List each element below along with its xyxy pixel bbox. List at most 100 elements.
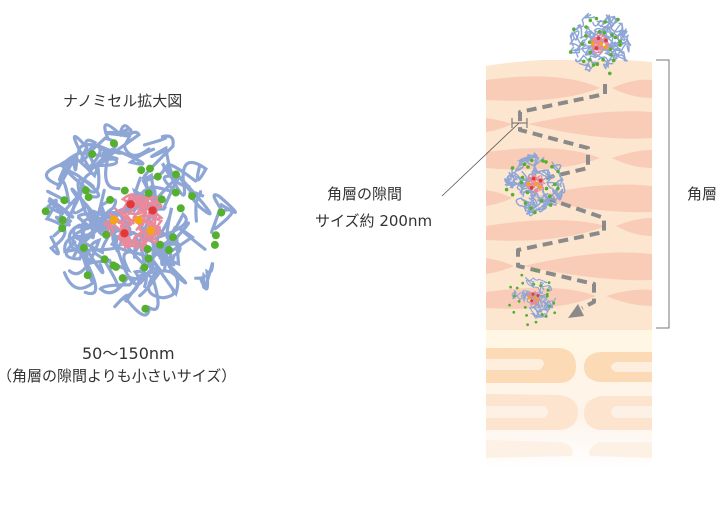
green-particle bbox=[510, 166, 515, 170]
green-particle bbox=[609, 53, 613, 57]
green-particle bbox=[547, 281, 551, 284]
green-particle bbox=[547, 304, 551, 308]
green-particle bbox=[529, 206, 533, 210]
stratum-bracket bbox=[656, 59, 670, 329]
green-particle bbox=[109, 139, 118, 148]
green-particle bbox=[540, 313, 544, 316]
green-particle bbox=[140, 263, 149, 272]
red-active-ingredient bbox=[126, 200, 135, 209]
green-particle bbox=[88, 150, 97, 159]
green-particle bbox=[556, 169, 560, 174]
green-particle bbox=[584, 34, 588, 38]
green-particle bbox=[146, 164, 154, 173]
green-particle bbox=[544, 160, 548, 164]
green-particle bbox=[553, 311, 557, 315]
micelle-mid-layer bbox=[504, 152, 566, 217]
green-particle bbox=[584, 25, 588, 29]
green-particle bbox=[588, 50, 593, 55]
green-particle bbox=[143, 245, 152, 254]
green-particle bbox=[137, 166, 146, 175]
green-particle bbox=[548, 203, 553, 207]
green-particle bbox=[611, 58, 616, 63]
green-particle bbox=[156, 240, 165, 249]
stratum-corneum-label: 角層 bbox=[687, 185, 718, 203]
green-particle bbox=[523, 306, 527, 309]
orange-active-ingredient bbox=[590, 41, 595, 46]
green-particle bbox=[534, 320, 538, 324]
green-particle bbox=[210, 240, 219, 249]
green-particle bbox=[548, 194, 552, 198]
green-particle bbox=[544, 315, 548, 318]
green-particle bbox=[106, 195, 115, 204]
green-particle bbox=[513, 294, 516, 298]
green-particle bbox=[176, 204, 185, 213]
green-particle bbox=[141, 304, 150, 313]
orange-active-ingredient bbox=[109, 215, 119, 225]
green-particle bbox=[595, 62, 600, 67]
green-particle bbox=[118, 274, 127, 283]
green-particle bbox=[79, 243, 88, 252]
red-active-ingredient bbox=[536, 294, 540, 298]
micelle-surface bbox=[568, 12, 632, 76]
green-particle bbox=[512, 310, 516, 314]
orange-active-ingredient bbox=[527, 296, 531, 300]
gap-label-line1: 角層の隙間 bbox=[327, 185, 403, 203]
green-particle bbox=[587, 40, 592, 44]
orange-active-ingredient bbox=[146, 226, 156, 235]
green-particle bbox=[144, 189, 153, 198]
green-particle bbox=[509, 285, 512, 289]
green-particle bbox=[602, 31, 607, 35]
green-particle bbox=[102, 230, 111, 239]
green-particle bbox=[60, 196, 69, 205]
green-particle bbox=[580, 42, 585, 46]
green-particle bbox=[217, 208, 226, 217]
green-particle bbox=[157, 195, 166, 204]
green-particle bbox=[211, 231, 220, 240]
green-particle bbox=[520, 175, 525, 180]
green-particle bbox=[532, 282, 536, 286]
green-particle bbox=[539, 284, 542, 288]
green-particle bbox=[508, 303, 511, 307]
red-active-ingredient bbox=[120, 229, 129, 238]
green-particle bbox=[504, 187, 509, 192]
green-particle bbox=[568, 50, 573, 54]
green-particle bbox=[58, 216, 67, 224]
green-particle bbox=[597, 29, 602, 34]
green-particle bbox=[520, 273, 524, 277]
green-particle bbox=[546, 288, 550, 292]
green-particle bbox=[591, 63, 596, 67]
micelle-title: ナノミセル拡大図 bbox=[63, 92, 183, 110]
green-particle bbox=[171, 188, 180, 197]
red-active-ingredient bbox=[531, 292, 535, 296]
green-particle bbox=[608, 47, 613, 51]
green-particle bbox=[608, 71, 612, 76]
green-particle bbox=[523, 201, 528, 205]
red-active-ingredient bbox=[148, 206, 157, 215]
red-active-ingredient bbox=[596, 36, 601, 41]
micelle-enlarged bbox=[41, 123, 237, 317]
gap-marker bbox=[511, 118, 528, 128]
green-particle bbox=[594, 16, 599, 21]
red-active-ingredient bbox=[604, 38, 608, 43]
green-particle bbox=[541, 159, 545, 163]
green-particle bbox=[153, 172, 162, 181]
green-particle bbox=[552, 301, 556, 305]
green-particle bbox=[525, 314, 528, 317]
orange-active-ingredient bbox=[534, 181, 539, 186]
green-particle bbox=[616, 17, 620, 22]
green-particle bbox=[83, 271, 92, 280]
green-particle bbox=[588, 18, 593, 23]
green-particle bbox=[603, 20, 607, 24]
green-particle bbox=[521, 281, 525, 285]
micelle-size-range: 50〜150nm bbox=[82, 344, 175, 363]
green-particle bbox=[556, 186, 560, 191]
green-particle bbox=[188, 192, 197, 201]
red-active-ingredient bbox=[529, 186, 534, 190]
green-particle bbox=[84, 193, 93, 202]
green-particle bbox=[539, 199, 544, 203]
red-active-ingredient bbox=[530, 299, 534, 303]
green-particle bbox=[100, 255, 109, 264]
skin-cross-section bbox=[486, 60, 652, 470]
path-arrowhead-icon bbox=[568, 304, 584, 318]
